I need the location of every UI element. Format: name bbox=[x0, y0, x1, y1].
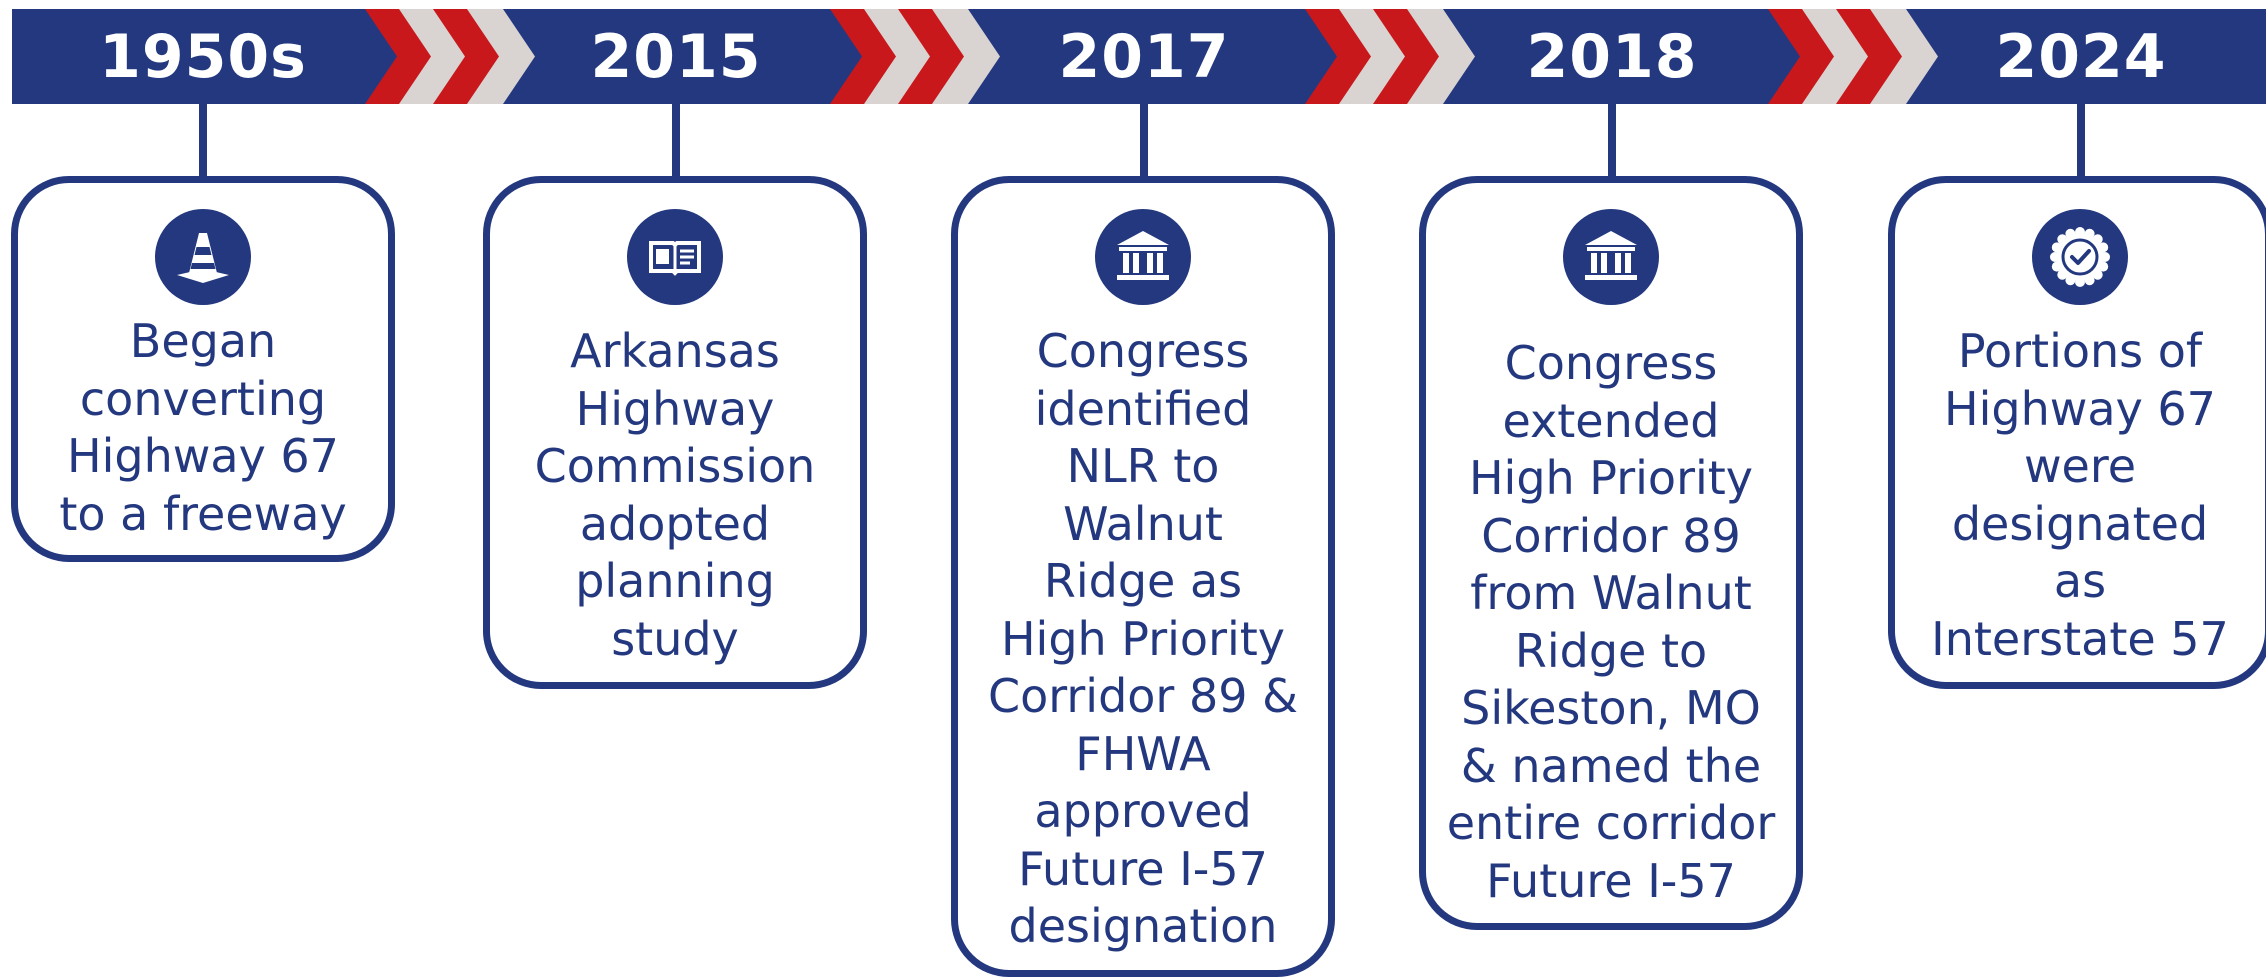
open-book-icon bbox=[627, 209, 723, 305]
timeline-connector bbox=[2077, 104, 2085, 176]
event-card-1950s: Began converting Highway 67 to a freeway bbox=[11, 176, 395, 562]
year-label: 1950s bbox=[99, 21, 307, 92]
event-description: Congress extended High Priority Corridor… bbox=[1446, 336, 1776, 908]
event-description: Portions of Highway 67 were designated a… bbox=[1931, 324, 2229, 666]
timeline-connector bbox=[672, 104, 680, 176]
event-card-2017: Congress identified NLR to Walnut Ridge … bbox=[951, 176, 1335, 977]
timeline-connector bbox=[199, 104, 207, 176]
traffic-cone-icon bbox=[155, 209, 251, 305]
year-label: 2018 bbox=[1526, 21, 1698, 92]
event-description: Began converting Highway 67 to a freeway bbox=[59, 314, 347, 541]
certified-badge-icon bbox=[2032, 209, 2128, 305]
event-description: Congress identified NLR to Walnut Ridge … bbox=[988, 324, 1298, 953]
year-label: 2024 bbox=[1995, 21, 2167, 92]
event-card-2015: Arkansas Highway Commission adopted plan… bbox=[483, 176, 867, 689]
year-label: 2015 bbox=[590, 21, 762, 92]
event-description: Arkansas Highway Commission adopted plan… bbox=[534, 324, 816, 666]
timeline-connector bbox=[1608, 104, 1616, 176]
event-card-2018: Congress extended High Priority Corridor… bbox=[1419, 176, 1803, 930]
capitol-building-icon bbox=[1563, 209, 1659, 305]
capitol-building-icon bbox=[1095, 209, 1191, 305]
event-card-2024: Portions of Highway 67 were designated a… bbox=[1888, 176, 2266, 689]
timeline-connector bbox=[1140, 104, 1148, 176]
year-label: 2017 bbox=[1058, 21, 1230, 92]
